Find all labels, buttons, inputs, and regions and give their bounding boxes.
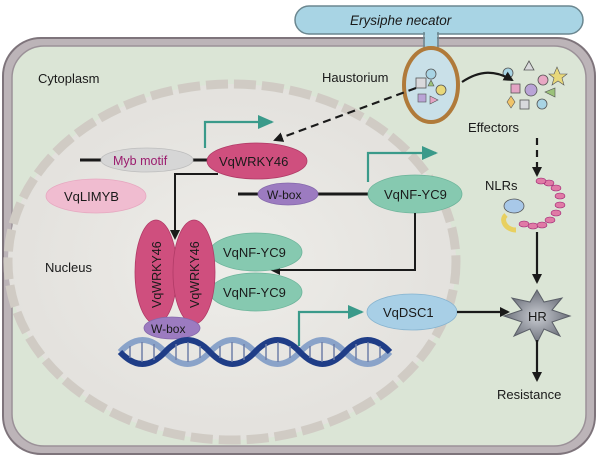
pathogen-label: Erysiphe necator [350,13,452,28]
wbox-upper [257,182,319,206]
vqwrky46-label: VqWRKY46 [219,154,288,169]
effectors-label: Effectors [468,120,520,135]
complex-nfyc9-top-label: VqNF-YC9 [223,245,286,260]
complex-wrky46-left-label: VqWRKY46 [150,241,164,308]
dna-helix [117,337,393,367]
vqlimyb-protein [45,178,147,214]
nucleus-label: Nucleus [45,260,92,275]
arrow-wrky46-to-complex [170,173,218,240]
complex-nfyc9-bottom-label: VqNF-YC9 [223,285,286,300]
cytoplasm-label: Cytoplasm [38,71,99,86]
haustorium-label: Haustorium [322,70,388,85]
wbox-lower-label: W-box [151,322,185,336]
nlrs-label: NLRs [485,178,518,193]
vqwrky46-protein [206,142,308,180]
vqdsc1-label: VqDSC1 [383,305,434,320]
arrow-haustorium-to-effectors [461,71,514,83]
complex-wrky46-right-label: VqWRKY46 [188,241,202,308]
haustorium-effectors [415,68,447,105]
myb-motif-label: Myb motif [113,154,168,168]
dsc1-transcription-arrow [297,305,364,346]
wbox-lower [143,316,201,340]
wrky46-transcription-arrow [203,115,274,148]
resistance-label: Resistance [497,387,561,402]
vqlimyb-label: VqLIMYB [64,189,119,204]
hr-label: HR [528,309,547,324]
arrow-nfyc9-to-complex [270,213,416,275]
nfyc9-transcription-arrow [366,146,438,182]
nlr-receptor [501,177,566,233]
wbox-upper-label: W-box [267,188,301,202]
vqnfyc9-label: VqNF-YC9 [384,187,447,202]
myb-motif-shape [100,147,194,173]
